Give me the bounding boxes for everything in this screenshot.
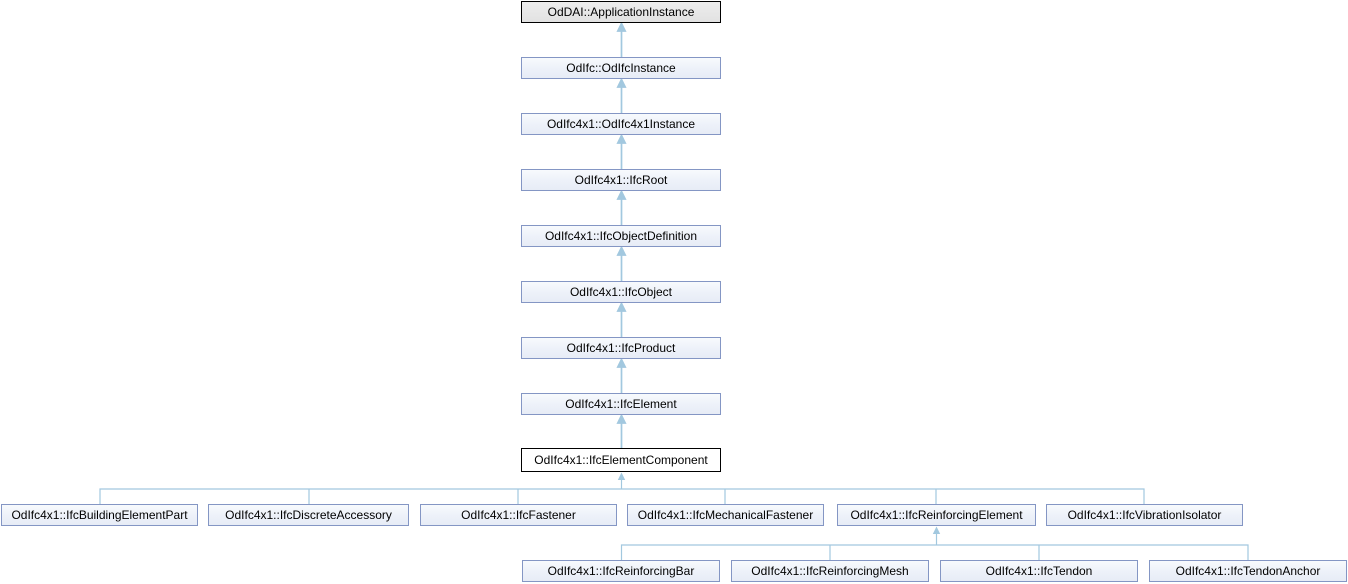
node-ifcfastener[interactable]: OdIfc4x1::IfcFastener	[420, 504, 617, 526]
node-ifcdiscreteaccessory[interactable]: OdIfc4x1::IfcDiscreteAccessory	[208, 504, 409, 526]
node-ifcproduct[interactable]: OdIfc4x1::IfcProduct	[521, 337, 721, 359]
node-ifcelementcomponent-current: OdIfc4x1::IfcElementComponent	[521, 448, 721, 472]
node-ifctendonanchor[interactable]: OdIfc4x1::IfcTendonAnchor	[1149, 560, 1347, 582]
node-ifcobjectdefinition[interactable]: OdIfc4x1::IfcObjectDefinition	[521, 225, 721, 247]
grandchildren-connector	[620, 526, 1249, 560]
chain-edges	[616, 21, 627, 448]
node-ifcelement[interactable]: OdIfc4x1::IfcElement	[521, 393, 721, 415]
node-ifcreinforcingbar[interactable]: OdIfc4x1::IfcReinforcingBar	[522, 560, 720, 582]
node-ifcroot[interactable]: OdIfc4x1::IfcRoot	[521, 169, 721, 191]
node-ifcreinforcingelement[interactable]: OdIfc4x1::IfcReinforcingElement	[837, 504, 1036, 526]
node-odifc4x1-odifc4x1instance[interactable]: OdIfc4x1::OdIfc4x1Instance	[521, 113, 721, 135]
node-ifcvibrationisolator[interactable]: OdIfc4x1::IfcVibrationIsolator	[1046, 504, 1243, 526]
node-ifcobject[interactable]: OdIfc4x1::IfcObject	[521, 281, 721, 303]
node-ifcreinforcingmesh[interactable]: OdIfc4x1::IfcReinforcingMesh	[731, 560, 929, 582]
node-ifcmechanicalfastener[interactable]: OdIfc4x1::IfcMechanicalFastener	[627, 504, 824, 526]
node-odifc-odifcinstance[interactable]: OdIfc::OdIfcInstance	[521, 57, 721, 79]
node-ifcbuildingelementpart[interactable]: OdIfc4x1::IfcBuildingElementPart	[1, 504, 198, 526]
node-ifctendon[interactable]: OdIfc4x1::IfcTendon	[940, 560, 1138, 582]
children-connector	[99, 472, 1145, 504]
node-oddai-applicationinstance: OdDAI::ApplicationInstance	[521, 1, 721, 23]
